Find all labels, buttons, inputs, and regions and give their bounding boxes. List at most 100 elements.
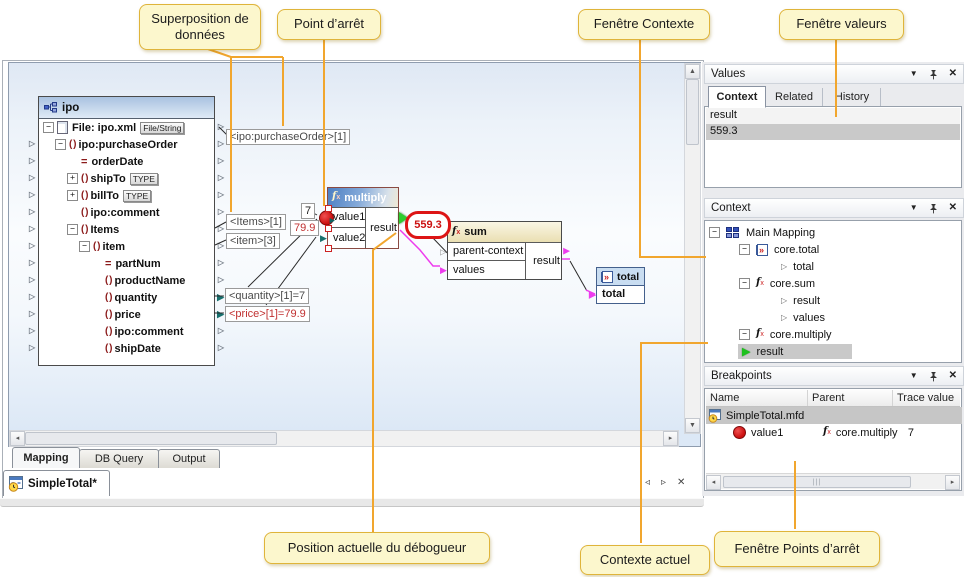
input-connector[interactable]: ▷ bbox=[29, 139, 36, 148]
collapse-toggle-icon[interactable]: − bbox=[67, 224, 78, 235]
context-tree[interactable]: − Main Mapping − » core.total ▷ total − … bbox=[704, 220, 962, 363]
splitter-bar[interactable] bbox=[0, 498, 704, 507]
output-connector[interactable]: ▷ bbox=[217, 122, 224, 131]
tree-row-billto[interactable]: + billTo TYPE ▷▷ bbox=[29, 187, 224, 204]
output-connector[interactable]: ▷ bbox=[217, 139, 224, 148]
tree-row-comment[interactable]: ipo:comment ▷▷ bbox=[29, 204, 224, 221]
tab-scroll-left-icon[interactable]: ◃ bbox=[645, 477, 651, 488]
collapse-toggle-icon[interactable]: − bbox=[739, 329, 750, 340]
context-node-sum-result[interactable]: ▷ result bbox=[781, 292, 820, 309]
output-connector[interactable]: ▷ bbox=[217, 343, 224, 352]
menu-chevron-icon[interactable]: ▼ bbox=[909, 371, 918, 380]
tree-row-productname[interactable]: productName ▷▷ bbox=[29, 272, 224, 289]
context-node-sum-values[interactable]: ▷ values bbox=[781, 309, 825, 326]
output-connector[interactable]: ▷ bbox=[217, 173, 224, 182]
vertical-scrollbar[interactable]: ▲ ▼ bbox=[684, 63, 701, 434]
output-connector[interactable]: ▷ bbox=[217, 258, 224, 267]
scroll-down-icon[interactable]: ▼ bbox=[685, 418, 700, 433]
tab-scroll-right-icon[interactable]: ▹ bbox=[661, 477, 667, 488]
type-button[interactable]: TYPE bbox=[122, 189, 152, 202]
input-connector-connected[interactable]: ▶ bbox=[320, 233, 327, 243]
function-sum[interactable]: fx sum ▷ parent-context ▶ values result … bbox=[440, 221, 570, 280]
collapse-toggle-icon[interactable]: − bbox=[739, 244, 750, 255]
output-connector[interactable]: ▷ bbox=[217, 241, 224, 250]
breakpoints-table[interactable]: Name Parent Trace value SimpleTotal.mfd … bbox=[704, 388, 962, 491]
breakpoints-header-row[interactable]: Name Parent Trace value bbox=[706, 390, 960, 407]
scroll-right-icon[interactable]: ▸ bbox=[663, 431, 678, 446]
column-header-trace[interactable]: Trace value bbox=[897, 392, 955, 404]
source-component-ipo[interactable]: ipo − File: ipo.xml File/String ▷ − ipo:… bbox=[29, 96, 224, 366]
component-header[interactable]: ipo bbox=[39, 97, 214, 119]
tree-row-shipdate[interactable]: shipDate ▷▷ bbox=[29, 340, 224, 357]
input-total[interactable]: ▶ total bbox=[589, 286, 644, 303]
close-icon[interactable]: ✕ bbox=[948, 68, 957, 79]
pin-icon[interactable] bbox=[929, 371, 938, 382]
input-values[interactable]: ▶ values bbox=[440, 260, 525, 279]
output-connector[interactable]: ▷ bbox=[217, 224, 224, 233]
values-list[interactable]: result 559.3 bbox=[704, 106, 962, 188]
input-value1[interactable]: value1 bbox=[319, 208, 365, 230]
collapse-toggle-icon[interactable]: − bbox=[43, 122, 54, 133]
tree-row-ipocomment[interactable]: ipo:comment ▷▷ bbox=[29, 323, 224, 340]
collapse-toggle-icon[interactable]: − bbox=[739, 278, 750, 289]
tree-row-purchaseorder[interactable]: − ipo:purchaseOrder ▷▷ bbox=[29, 136, 224, 153]
context-node-main-mapping[interactable]: − Main Mapping bbox=[709, 224, 815, 241]
breakpoints-horizontal-scrollbar[interactable]: ◂ ||| ▸ bbox=[706, 473, 960, 490]
pin-icon[interactable] bbox=[929, 69, 938, 80]
input-connector[interactable]: ▷ bbox=[29, 241, 36, 250]
scroll-left-icon[interactable]: ◂ bbox=[10, 431, 25, 446]
context-node-total[interactable]: ▷ total bbox=[781, 258, 814, 275]
function-multiply[interactable]: fx multiply value1 ▶ value2 result bbox=[319, 187, 408, 252]
scrollbar-thumb[interactable] bbox=[25, 432, 277, 445]
input-connector[interactable]: ▷ bbox=[440, 247, 447, 256]
scrollbar-thumb[interactable] bbox=[686, 79, 699, 145]
menu-chevron-icon[interactable]: ▼ bbox=[909, 203, 918, 212]
pin-icon[interactable] bbox=[929, 203, 938, 214]
scroll-up-icon[interactable]: ▲ bbox=[685, 64, 700, 79]
output-connector[interactable]: ▷ bbox=[217, 190, 224, 199]
tree-row-shipto[interactable]: + shipTo TYPE ▷▷ bbox=[29, 170, 224, 187]
breakpoint-row[interactable]: value1 fx core.multiply 7 bbox=[706, 424, 960, 441]
file-string-button[interactable]: File/String bbox=[140, 121, 185, 134]
type-button[interactable]: TYPE bbox=[129, 172, 158, 185]
column-header-name[interactable]: Name bbox=[706, 390, 808, 406]
input-connector[interactable]: ▷ bbox=[29, 258, 36, 267]
breakpoints-file-row[interactable]: SimpleTotal.mfd bbox=[706, 407, 962, 424]
input-connector-connected[interactable]: ▶ bbox=[589, 289, 596, 299]
tree-row-file[interactable]: − File: ipo.xml File/String ▷ bbox=[39, 119, 224, 136]
breakpoints-panel-titlebar[interactable]: Breakpoints ▼ ✕ bbox=[704, 366, 964, 386]
collapse-toggle-icon[interactable]: − bbox=[55, 139, 66, 150]
tree-row-price[interactable]: price ▷▶ bbox=[29, 306, 224, 323]
tracepoint-marker[interactable] bbox=[325, 245, 332, 252]
collapse-toggle-icon[interactable]: − bbox=[79, 241, 90, 252]
values-tab-related[interactable]: Related bbox=[766, 88, 823, 106]
input-parent-context[interactable]: ▷ parent-context bbox=[440, 243, 525, 260]
values-tab-history[interactable]: History bbox=[824, 88, 881, 106]
scrollbar-thumb[interactable]: ||| bbox=[723, 476, 911, 488]
tree-row-orderdate[interactable]: orderDate ▷▷ bbox=[29, 153, 224, 170]
tree-row-quantity[interactable]: quantity ▷▶ bbox=[29, 289, 224, 306]
input-connector[interactable]: ▷ bbox=[29, 326, 36, 335]
expand-toggle-icon[interactable]: + bbox=[67, 173, 78, 184]
tab-output[interactable]: Output bbox=[158, 449, 220, 468]
context-panel-titlebar[interactable]: Context ▼ ✕ bbox=[704, 198, 964, 218]
input-connector[interactable]: ▷ bbox=[29, 343, 36, 352]
scroll-right-icon[interactable]: ▸ bbox=[945, 475, 960, 490]
values-row-name[interactable]: result bbox=[706, 108, 960, 125]
context-node-core-sum[interactable]: − fx core.sum bbox=[739, 275, 815, 292]
component-total[interactable]: » total ▶ total bbox=[589, 267, 645, 304]
tracepoint-marker[interactable] bbox=[325, 205, 332, 212]
input-connector-connected[interactable]: ▶ bbox=[440, 265, 447, 275]
tree-row-partnum[interactable]: partNum ▷▷ bbox=[29, 255, 224, 272]
tab-close-icon[interactable]: ✕ bbox=[677, 477, 686, 488]
tree-row-items[interactable]: − Items ▷▷ bbox=[29, 221, 224, 238]
output-connector-connected[interactable]: ▶ bbox=[217, 309, 224, 319]
input-value2[interactable]: ▶ value2 bbox=[320, 227, 366, 248]
scroll-left-icon[interactable]: ◂ bbox=[706, 475, 721, 490]
input-connector[interactable]: ▷ bbox=[29, 224, 36, 233]
input-connector[interactable]: ▷ bbox=[29, 309, 36, 318]
input-connector[interactable]: ▷ bbox=[29, 190, 36, 199]
tracepoint-marker[interactable] bbox=[325, 225, 332, 232]
tab-mapping[interactable]: Mapping bbox=[12, 447, 80, 468]
values-panel-titlebar[interactable]: Values ▼ ✕ bbox=[704, 64, 964, 84]
